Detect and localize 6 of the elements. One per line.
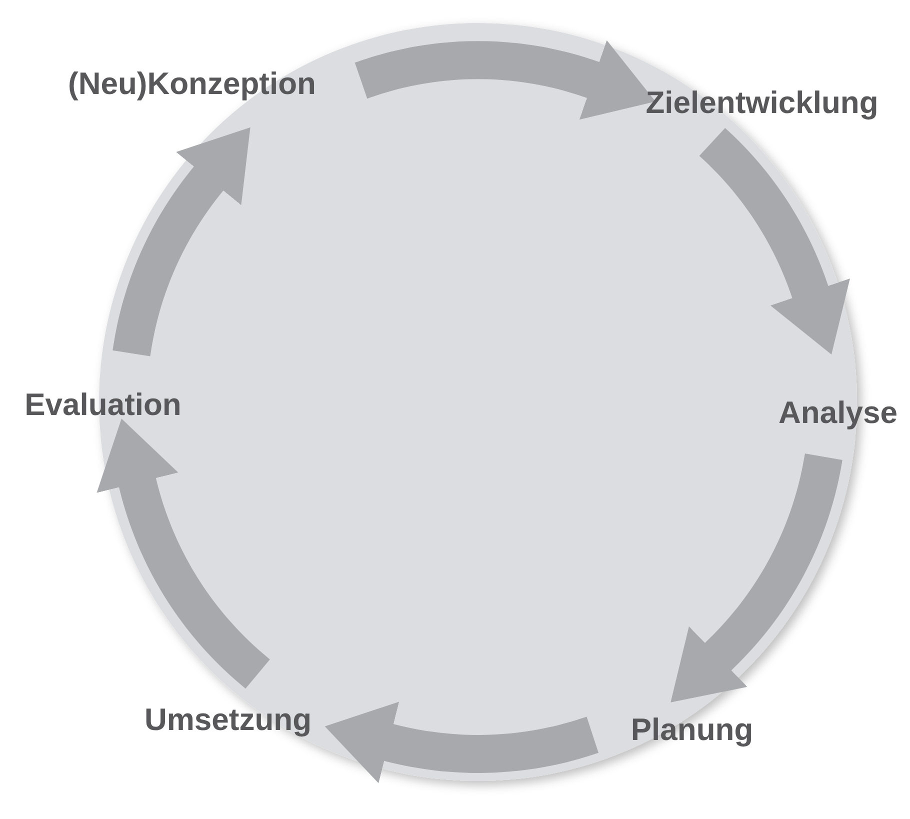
step-label: Planung xyxy=(630,712,754,747)
step-label: (Neu)Konzeption xyxy=(68,66,316,101)
step-label: Zielentwicklung xyxy=(646,85,878,120)
step-label: Umsetzung xyxy=(144,702,312,737)
step-label: Evaluation xyxy=(24,387,182,422)
step-label: Analyse xyxy=(778,395,898,430)
